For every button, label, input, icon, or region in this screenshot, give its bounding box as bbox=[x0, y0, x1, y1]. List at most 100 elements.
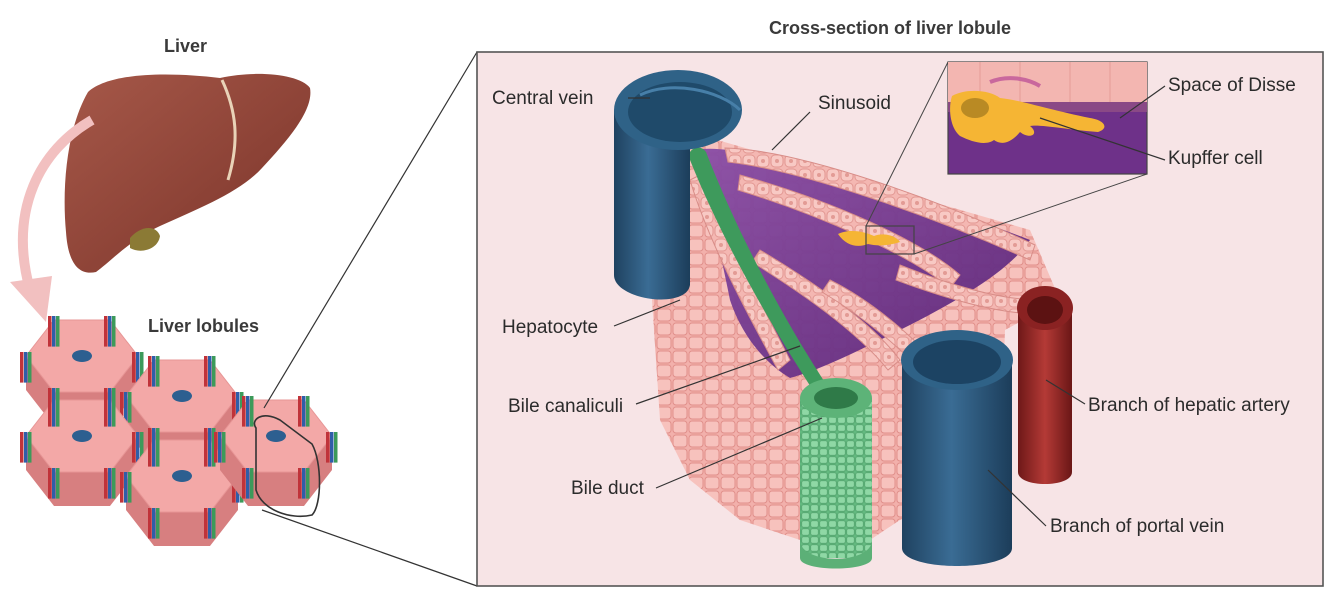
portal-triad-vessel bbox=[128, 472, 132, 503]
portal-triad-vessel bbox=[246, 468, 250, 499]
portal-triad-vessel bbox=[222, 432, 226, 463]
bile-canaliculi-channel bbox=[690, 147, 830, 398]
lobule-central-vein bbox=[172, 470, 192, 482]
portal-triad-vessel bbox=[148, 436, 152, 467]
bile-duct bbox=[800, 378, 872, 569]
leader-lines bbox=[613, 85, 1166, 527]
portal-triad-vessel bbox=[156, 356, 160, 387]
inset-kupffer-cell bbox=[950, 90, 1105, 143]
lobule-central-vein bbox=[266, 430, 286, 442]
portal-triad-vessel bbox=[148, 508, 152, 539]
portal-triad-vessel bbox=[52, 468, 56, 499]
portal-triad-vessel bbox=[148, 356, 152, 387]
portal-triad-vessel bbox=[24, 352, 28, 383]
portal-triad-vessel bbox=[112, 396, 116, 427]
portal-triad-vessel bbox=[212, 508, 216, 539]
portal-triad-vessel bbox=[56, 468, 60, 499]
portal-triad-vessel bbox=[152, 436, 156, 467]
label-kupffer-cell: Kupffer cell bbox=[1168, 148, 1263, 169]
portal-triad-vessel bbox=[112, 468, 116, 499]
cross-section-title: Cross-section of liver lobule bbox=[769, 18, 1012, 38]
portal-triad-vessel bbox=[152, 356, 156, 387]
portal-vein bbox=[901, 330, 1013, 566]
portal-triad-vessel bbox=[132, 352, 136, 383]
label-central-vein: Central vein bbox=[492, 88, 594, 109]
inset-zoom bbox=[947, 61, 1148, 175]
portal-triad-vessel bbox=[302, 396, 306, 427]
portal-triad-vessel bbox=[214, 432, 218, 463]
hepatocyte-strips bbox=[689, 147, 1041, 391]
portal-triad-vessel bbox=[218, 432, 222, 463]
label-portal-vein: Branch of portal vein bbox=[1050, 516, 1225, 537]
portal-triad-vessel bbox=[132, 432, 136, 463]
portal-triad-vessel bbox=[140, 432, 144, 463]
portal-triad-vessel bbox=[204, 356, 208, 387]
label-hepatocyte: Hepatocyte bbox=[502, 317, 599, 338]
label-sinusoid: Sinusoid bbox=[818, 93, 891, 114]
portal-triad-vessel bbox=[306, 396, 310, 427]
portal-triad-vessel bbox=[298, 468, 302, 499]
portal-triad-vessel bbox=[56, 316, 60, 347]
portal-triad-vessel bbox=[326, 432, 330, 463]
portal-triad-vessel bbox=[242, 468, 246, 499]
portal-triad-vessel bbox=[104, 468, 108, 499]
portal-triad-vessel bbox=[108, 468, 112, 499]
portal-triad-vessel bbox=[48, 316, 52, 347]
liver-ligament bbox=[220, 79, 237, 181]
portal-triad-vessel bbox=[108, 316, 112, 347]
hepatic-artery bbox=[1017, 286, 1073, 484]
lobules-title: Liver lobules bbox=[148, 316, 260, 336]
portal-triad-vessel bbox=[208, 356, 212, 387]
portal-triad-vessel bbox=[120, 472, 124, 503]
portal-triad-vessel bbox=[250, 468, 254, 499]
liver-arrow-head bbox=[10, 276, 52, 322]
portal-triad-vessel bbox=[298, 396, 302, 427]
label-bile-canaliculi: Bile canaliculi bbox=[508, 396, 624, 417]
portal-triad-vessel bbox=[20, 432, 24, 463]
portal-triad-vessel bbox=[156, 436, 160, 467]
portal-triad-vessel bbox=[236, 392, 240, 423]
liver-arrow bbox=[18, 115, 95, 292]
portal-triad-vessel bbox=[246, 396, 250, 427]
portal-triad-vessel bbox=[212, 356, 216, 387]
portal-triad-vessel bbox=[136, 432, 140, 463]
portal-triad-vessel bbox=[156, 508, 160, 539]
lobule-central-vein bbox=[72, 430, 92, 442]
zoom-lines bbox=[253, 51, 478, 587]
portal-triad-vessel bbox=[104, 396, 108, 427]
liver-title: Liver bbox=[164, 36, 208, 56]
portal-triad-vessel bbox=[212, 436, 216, 467]
label-bile-duct: Bile duct bbox=[571, 478, 644, 499]
lobule-central-vein bbox=[172, 390, 192, 402]
gallbladder bbox=[130, 227, 160, 251]
portal-triad-vessel bbox=[208, 436, 212, 467]
portal-triad-vessel bbox=[242, 396, 246, 427]
portal-triad-vessel bbox=[250, 396, 254, 427]
portal-triad-vessel bbox=[128, 392, 132, 423]
lobules-illustration bbox=[20, 316, 338, 546]
portal-triad-vessel bbox=[136, 352, 140, 383]
portal-triad-vessel bbox=[120, 392, 124, 423]
portal-triad-vessel bbox=[330, 432, 334, 463]
portal-triad-vessel bbox=[104, 316, 108, 347]
portal-triad-vessel bbox=[302, 468, 306, 499]
portal-triad-vessel bbox=[204, 508, 208, 539]
liver-shape bbox=[64, 73, 311, 273]
portal-triad-vessel bbox=[28, 432, 32, 463]
portal-triad-vessel bbox=[208, 508, 212, 539]
portal-triad-vessel bbox=[48, 396, 52, 427]
portal-triad-vessel bbox=[52, 316, 56, 347]
portal-triad-vessel bbox=[124, 392, 128, 423]
portal-triad-vessel bbox=[140, 352, 144, 383]
central-vein bbox=[614, 70, 742, 300]
portal-triad-vessel bbox=[152, 508, 156, 539]
liver-illustration bbox=[10, 73, 311, 322]
kupffer-cell-in-sinusoid bbox=[838, 230, 900, 246]
portal-triad-vessel bbox=[306, 468, 310, 499]
portal-triad-vessel bbox=[56, 396, 60, 427]
portal-triad-vessel bbox=[204, 436, 208, 467]
portal-triad-vessel bbox=[24, 432, 28, 463]
portal-triad-vessel bbox=[334, 432, 338, 463]
label-hepatic-artery: Branch of hepatic artery bbox=[1088, 395, 1290, 416]
